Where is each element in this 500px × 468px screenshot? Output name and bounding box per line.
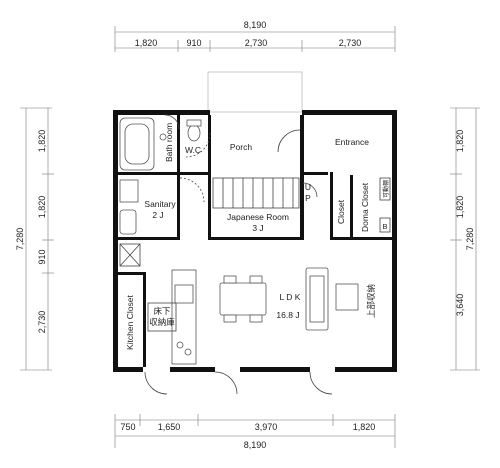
sink-icon bbox=[174, 284, 194, 304]
ldk-size: 16.8 J bbox=[276, 310, 299, 320]
shelf-box bbox=[379, 177, 391, 201]
toilet-tank bbox=[186, 119, 202, 127]
left-seg-2: 1,820 bbox=[37, 196, 47, 219]
left-seg-3: 910 bbox=[37, 249, 47, 264]
bottom-seg-3: 3,970 bbox=[255, 422, 278, 432]
porch-label: Porch bbox=[230, 142, 252, 152]
bathtub-inner bbox=[124, 123, 150, 165]
sanitary-label: Sanitary bbox=[144, 199, 176, 209]
bottom-seg-2: 1,650 bbox=[158, 422, 181, 432]
staircase bbox=[212, 177, 300, 209]
tv-unit bbox=[335, 283, 359, 311]
closet-label: Closet bbox=[336, 199, 346, 224]
toilet-icon bbox=[187, 124, 201, 142]
bath-label: Bath room bbox=[164, 123, 174, 162]
shower-head-icon bbox=[159, 133, 167, 141]
entrance-label: Entrance bbox=[335, 137, 369, 147]
kitchen-closet-label: Kitchen Closet bbox=[125, 295, 135, 350]
japanese-room-size: 3 J bbox=[252, 223, 263, 233]
bottom-total-dim: 8,190 bbox=[244, 440, 267, 450]
sofa-seat bbox=[309, 275, 325, 323]
stove-burner-icon-2 bbox=[184, 348, 192, 356]
interior-walls bbox=[118, 115, 392, 367]
movable-shelf-label: 可動棚 bbox=[382, 180, 390, 198]
right-seg-2: 1,820 bbox=[455, 196, 465, 219]
underfloor-label-2: 収納庫 bbox=[149, 317, 175, 327]
stairs-up-label: U bbox=[305, 182, 311, 192]
left-seg-4: 2,730 bbox=[37, 311, 47, 334]
exterior-walls bbox=[113, 110, 397, 372]
left-total-dim: 7,280 bbox=[15, 228, 25, 251]
bottom-seg-1: 750 bbox=[120, 422, 135, 432]
top-seg-2: 910 bbox=[186, 38, 201, 48]
washing-machine bbox=[119, 179, 139, 203]
bottom-dimensions: 750 1,650 3,970 1,820 8,190 bbox=[114, 414, 396, 450]
ldk-label: L D K bbox=[280, 292, 301, 302]
right-seg-3: 3,640 bbox=[455, 294, 465, 317]
wc-label: W.C bbox=[185, 145, 201, 155]
stairs-up-label-2: P bbox=[305, 193, 311, 203]
right-dimensions: 1,820 1,820 3,640 7,280 bbox=[450, 107, 480, 371]
porch-canopy bbox=[207, 71, 303, 113]
top-total-dim: 8,190 bbox=[244, 20, 267, 30]
left-seg-1: 1,820 bbox=[37, 130, 47, 153]
stove-burner-icon bbox=[176, 341, 184, 349]
washbasin bbox=[119, 209, 137, 235]
b-label: B bbox=[382, 222, 387, 231]
kitchen-counter bbox=[171, 269, 197, 365]
upper-storage-label: 上部収納 bbox=[366, 284, 376, 318]
left-dimensions: 7,280 1,820 1,820 910 2,730 bbox=[15, 107, 54, 371]
right-total-dim: 7,280 bbox=[465, 228, 475, 251]
b-box bbox=[379, 217, 391, 233]
top-dimensions: 8,190 1,820 910 2,730 2,730 bbox=[114, 20, 396, 52]
japanese-room-label: Japanese Room bbox=[227, 212, 289, 222]
top-seg-3: 2,730 bbox=[245, 38, 268, 48]
bottom-seg-4: 1,820 bbox=[353, 422, 376, 432]
right-seg-1: 1,820 bbox=[455, 130, 465, 153]
top-seg-4: 2,730 bbox=[339, 38, 362, 48]
sanitary-size: 2 J bbox=[152, 210, 163, 220]
top-seg-1: 1,820 bbox=[135, 38, 158, 48]
underfloor-label-1: 床下 bbox=[153, 306, 171, 316]
door-swings bbox=[144, 114, 333, 395]
dining-set bbox=[219, 275, 267, 323]
pantry-box bbox=[119, 243, 141, 267]
underfloor-storage-box bbox=[147, 302, 177, 332]
doma-closet-label: Doma Closet bbox=[360, 182, 370, 232]
